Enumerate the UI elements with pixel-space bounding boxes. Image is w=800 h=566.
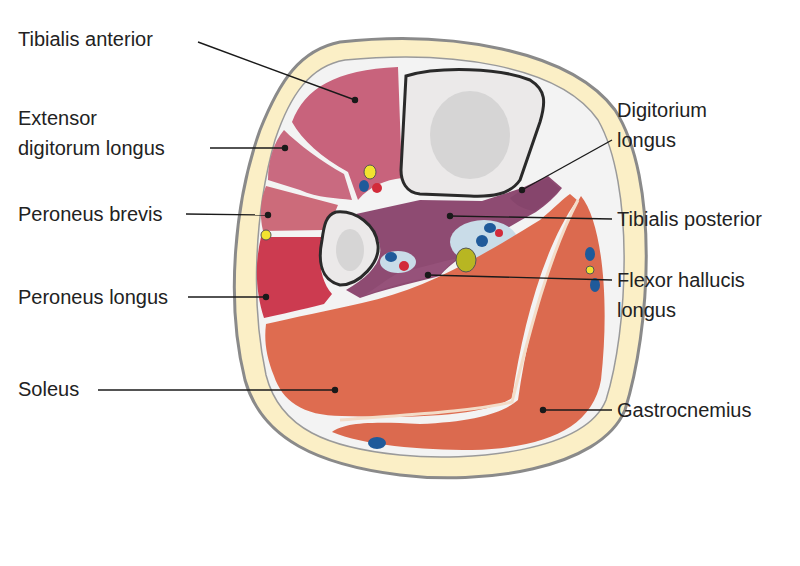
leader-dot [541, 408, 546, 413]
muscle-label: Gastrocnemius [617, 395, 797, 425]
skin-outline [234, 39, 646, 478]
muscle-label: Digitorium longus [617, 95, 737, 155]
leader-dot [283, 146, 288, 151]
leader-dot [520, 188, 525, 193]
muscle-label: Peroneus brevis [18, 199, 218, 229]
muscle-label: Peroneus longus [18, 282, 218, 312]
vein [484, 223, 496, 233]
tibia-bone [401, 70, 544, 197]
leader-line [186, 214, 268, 215]
leader-line [198, 42, 355, 100]
leader-dot [266, 213, 271, 218]
leader-line [522, 140, 612, 190]
vein [385, 252, 397, 262]
leader-line [450, 216, 612, 219]
vein [476, 235, 488, 247]
leader-line [210, 147, 285, 148]
leader-dot [448, 214, 453, 219]
leader-dot [426, 273, 431, 278]
artery [399, 261, 409, 271]
neurovascular-bundle [380, 251, 416, 273]
nerve [456, 248, 476, 272]
vein [585, 247, 595, 261]
leader-line [428, 275, 612, 280]
muscle-label: Extensor digitorum longus [18, 103, 183, 163]
vein [368, 437, 386, 449]
leader-line [188, 296, 266, 297]
fascia [256, 57, 624, 457]
extensor-digitorum-longus-muscle [268, 130, 352, 200]
leader-dot [353, 98, 358, 103]
nerve [586, 266, 594, 274]
leader-line [543, 409, 612, 410]
artery [495, 229, 503, 237]
fibula-bone [320, 212, 378, 285]
leader-dot [333, 388, 338, 393]
vein [359, 180, 369, 192]
muscle-label: Tibialis posterior [617, 204, 797, 234]
muscle-label: Flexor hallucis longus [617, 265, 767, 325]
leader-line [98, 389, 335, 390]
leader-lines [98, 42, 612, 413]
muscle-label: Soleus [18, 374, 218, 404]
muscle-label: Tibialis anterior [18, 24, 218, 54]
leader-dot [264, 295, 269, 300]
artery [372, 183, 382, 193]
nerve [261, 230, 271, 240]
nerve [364, 165, 376, 179]
bone-marrow [430, 91, 510, 179]
bone-marrow [336, 229, 364, 271]
